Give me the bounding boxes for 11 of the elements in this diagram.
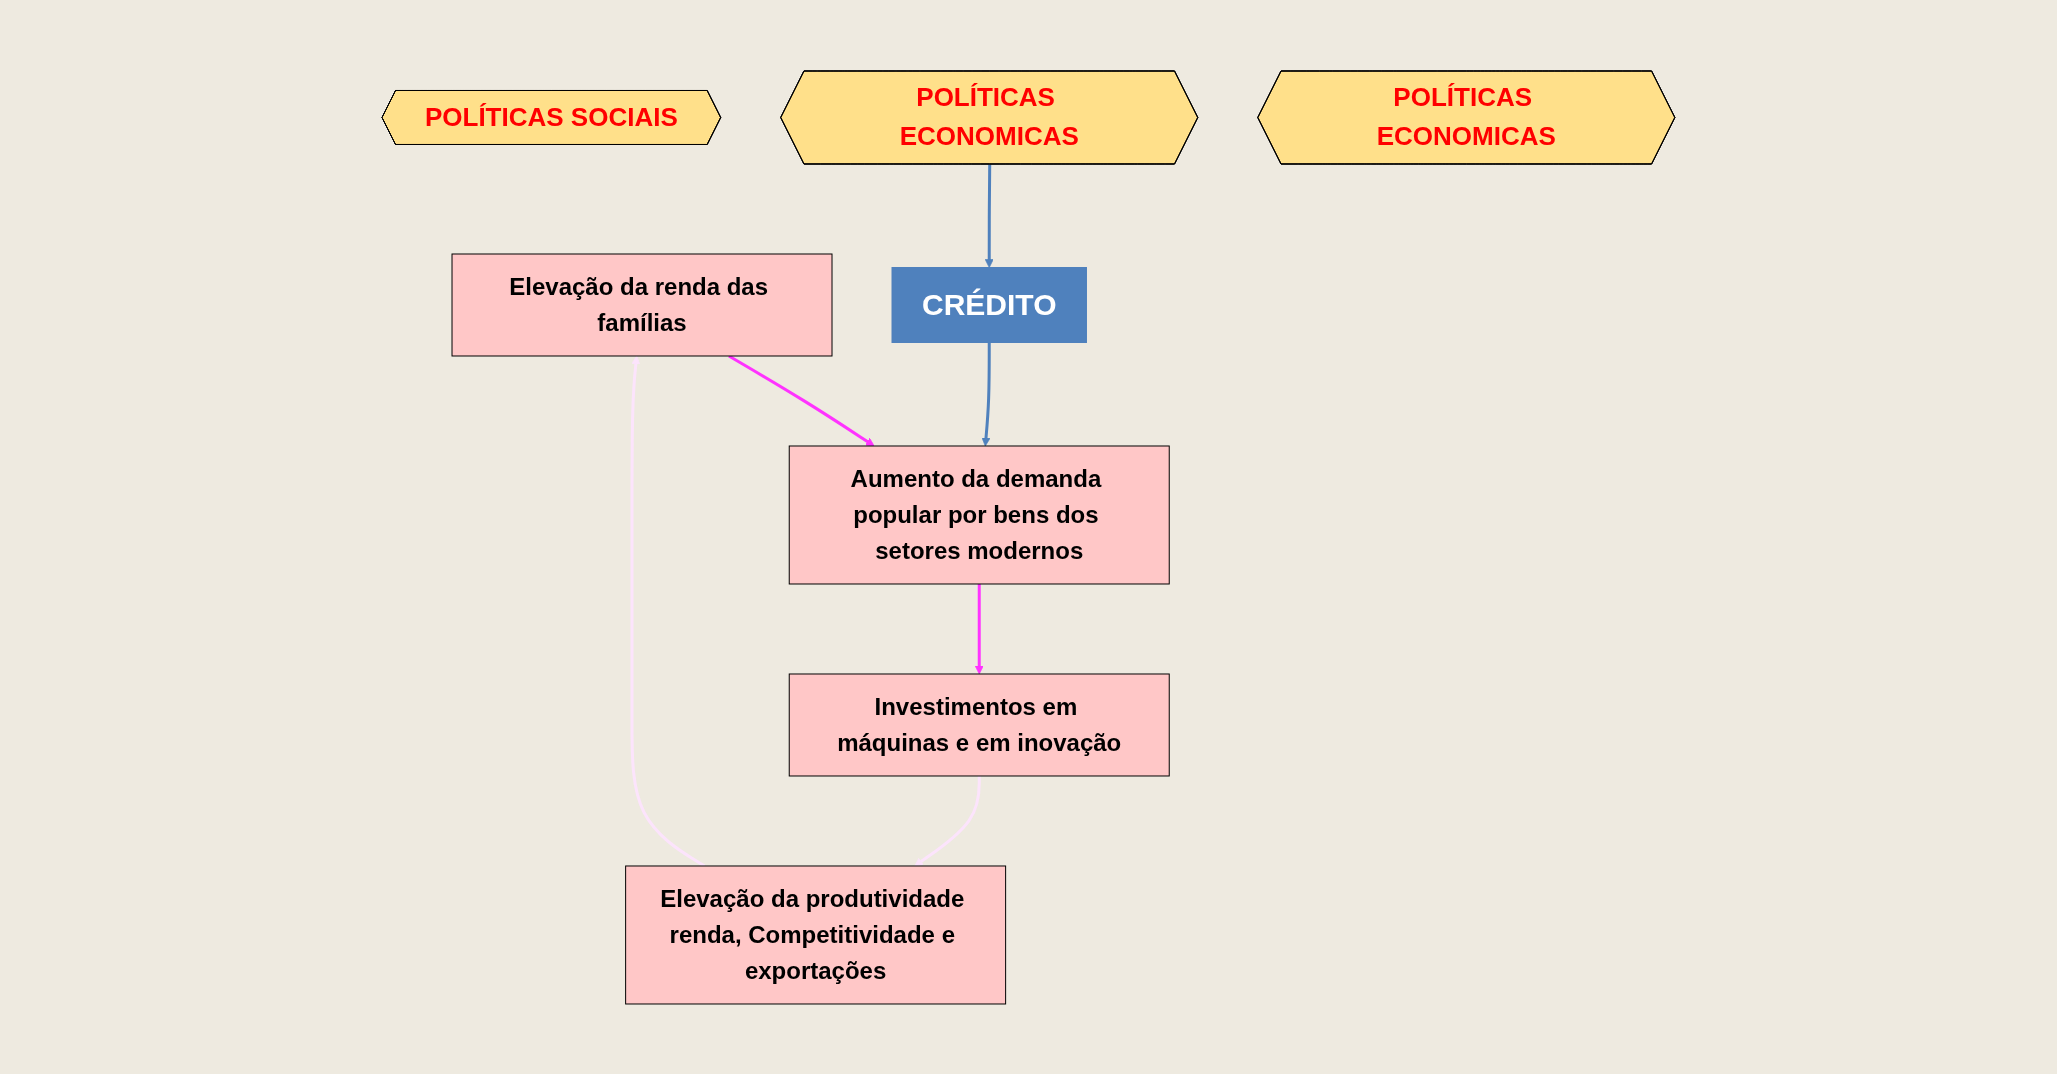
arrow <box>728 354 875 446</box>
arrow <box>984 164 994 268</box>
arrow <box>981 342 991 446</box>
node-box: CRÉDITO <box>891 266 1088 343</box>
arrow <box>630 355 706 867</box>
node-box: Aumento da demanda popular por bens dos setores modernos <box>788 445 1170 584</box>
node-box: Elevação da renda das famílias <box>451 253 833 356</box>
arrow <box>974 583 984 674</box>
arrow <box>914 775 981 866</box>
node-box: Investimentos em máquinas e em inovação <box>788 673 1170 776</box>
node-box: Elevação da produtividade renda, Competitividade e exportações <box>625 865 1007 1004</box>
